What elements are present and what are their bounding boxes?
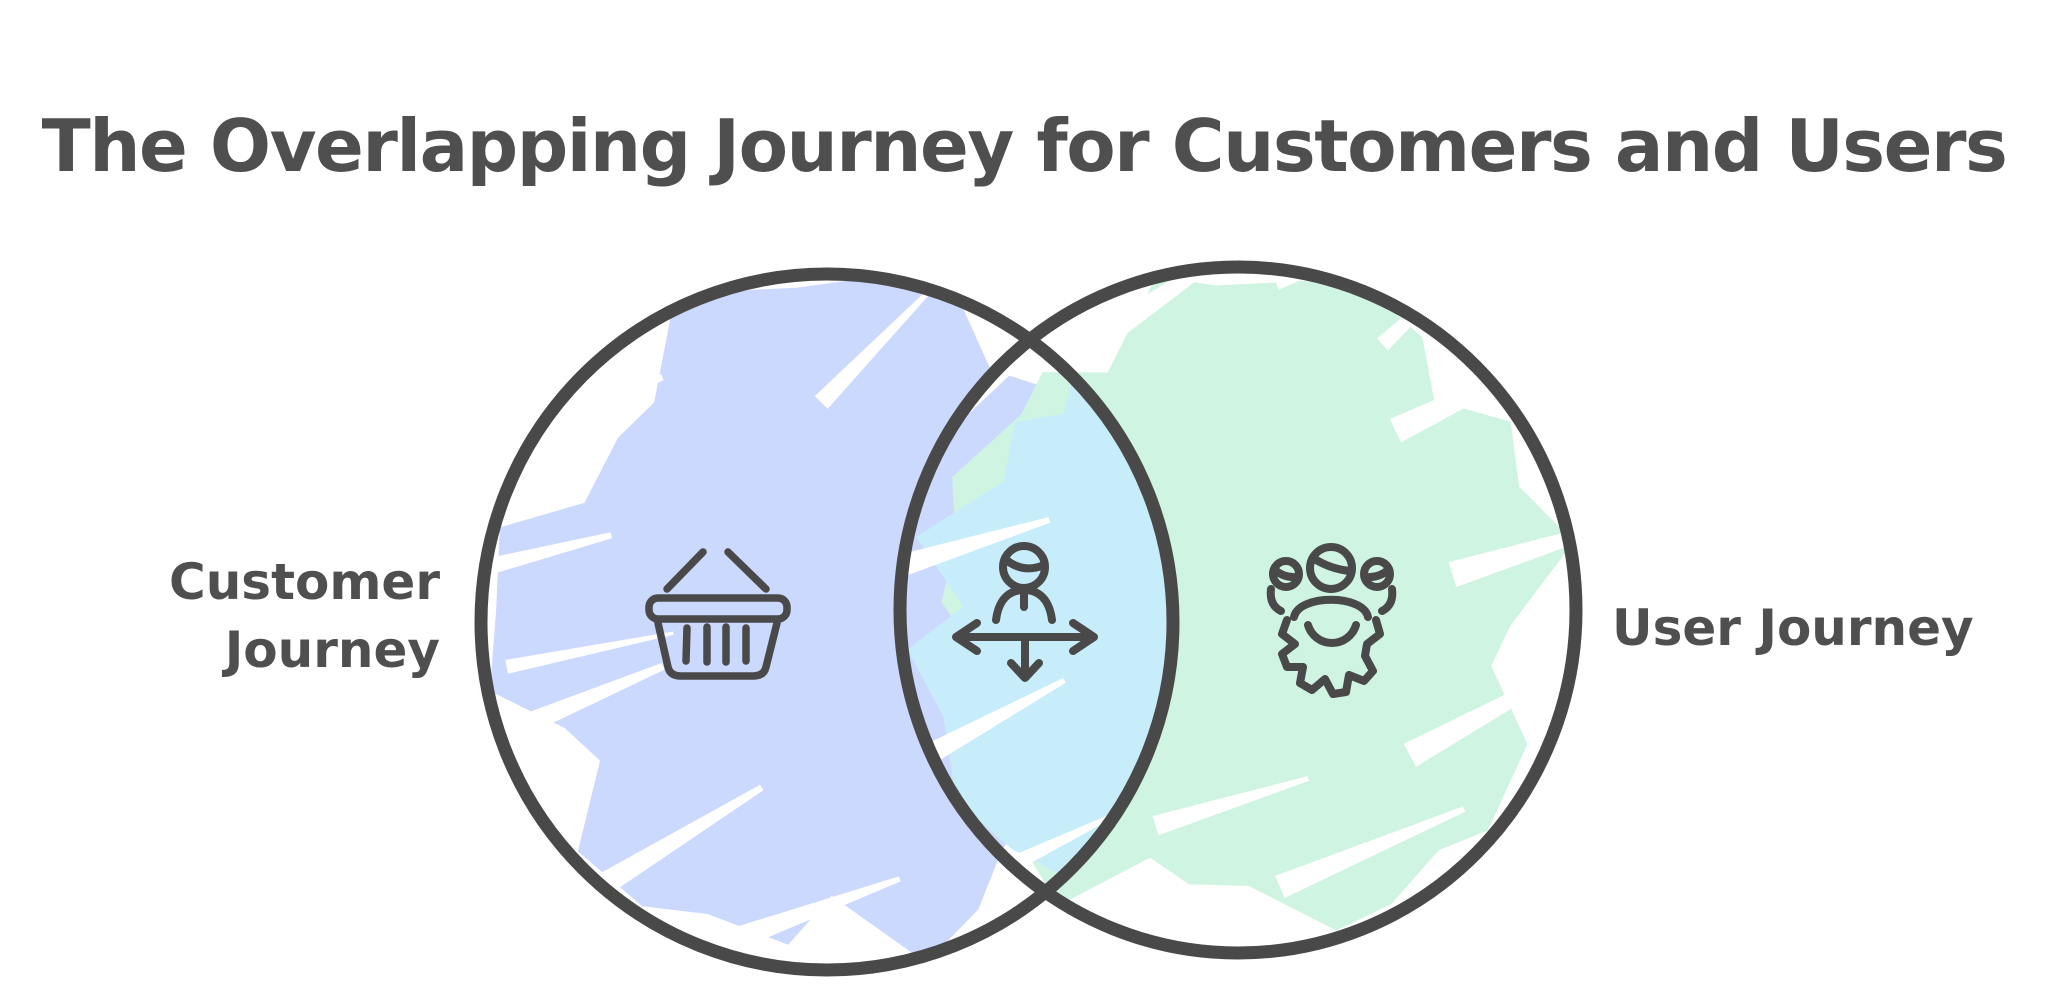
person-move-icon <box>952 542 1098 682</box>
user-circle-outline <box>893 260 1583 960</box>
overlap-region-fill <box>907 295 1173 941</box>
customer-journey-label: Customer Journey <box>169 553 440 679</box>
shopping-basket-icon <box>645 548 791 680</box>
customer-circle-outline <box>474 267 1180 977</box>
page-title: The Overlapping Journey for Customers an… <box>41 104 2008 188</box>
team-gear-icon <box>1266 543 1397 698</box>
marker-texture-gaps-right <box>1103 267 1576 898</box>
user-journey-label: User Journey <box>1612 599 1974 657</box>
marker-texture-gaps-overlap <box>900 324 1114 883</box>
